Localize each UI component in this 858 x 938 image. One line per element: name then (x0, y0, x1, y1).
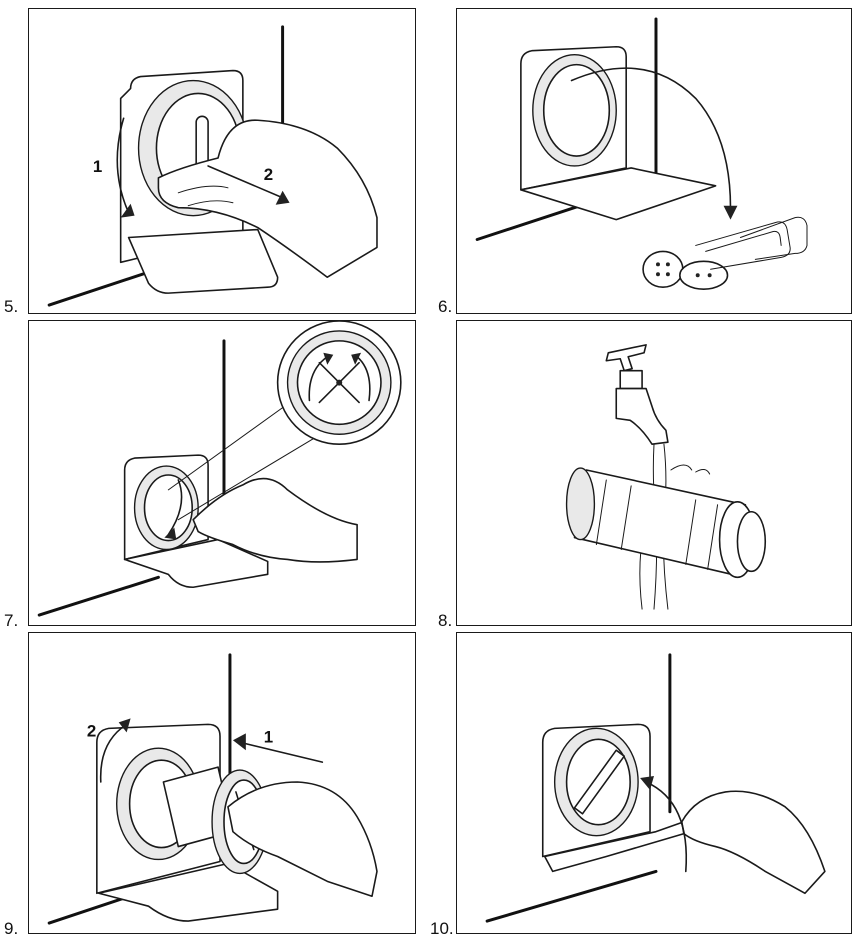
step-number: 9. (4, 920, 18, 937)
callout-2: 2 (87, 721, 96, 740)
step-number: 6. (438, 298, 452, 315)
magnifier-guide-line (168, 400, 292, 489)
step-number: 5. (4, 298, 18, 315)
button-icon (680, 261, 728, 289)
step-number: 10. (430, 920, 454, 937)
button-icon (643, 251, 683, 287)
hand-illustration (682, 791, 825, 893)
filter-opening-inner (145, 475, 193, 541)
step-5-panel: 1 2 (28, 8, 416, 314)
filter-cartridge-end (567, 468, 595, 540)
step-8-panel (456, 320, 852, 626)
step-9-illustration: 2 1 (29, 633, 415, 933)
step-number: 7. (4, 612, 18, 629)
tap-spout (616, 389, 668, 445)
callout-2: 2 (264, 165, 273, 184)
step-7-illustration (29, 321, 415, 625)
step-6-illustration (457, 9, 851, 313)
step-6-panel (456, 8, 852, 314)
floor-edge-line (477, 204, 586, 240)
curved-arrow-head (724, 206, 738, 220)
water-tap-illustration (620, 371, 642, 389)
step-7-panel (28, 320, 416, 626)
step-10-illustration (457, 633, 851, 933)
tap-handle-icon (606, 345, 646, 371)
floor-edge-line (487, 871, 656, 921)
callout-1: 1 (93, 157, 102, 176)
straight-arrow-head (233, 733, 246, 750)
step-9-panel: 2 1 (28, 632, 416, 934)
step-number: 8. (438, 612, 452, 629)
floor-edge-line (39, 577, 158, 615)
straight-arrow-icon (240, 742, 322, 762)
callout-1: 1 (264, 727, 273, 746)
filter-flap-open (129, 230, 278, 294)
step-10-panel (456, 632, 852, 934)
step-8-illustration (457, 321, 851, 625)
step-5-illustration: 1 2 (29, 9, 415, 313)
